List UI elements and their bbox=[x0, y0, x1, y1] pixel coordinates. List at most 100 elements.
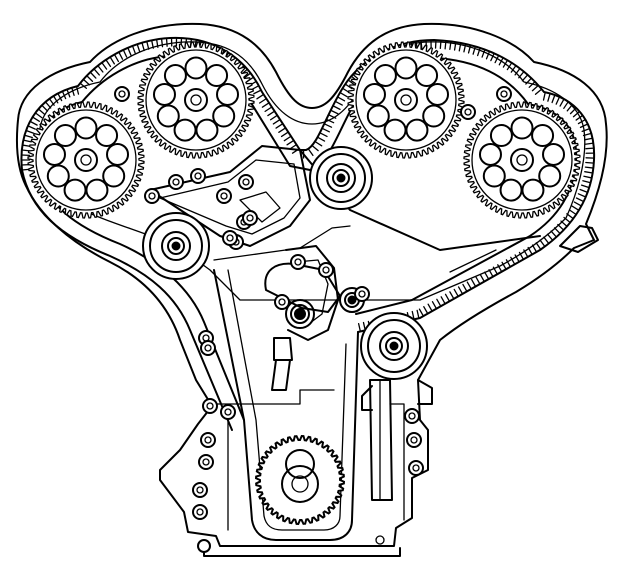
belt-tooth bbox=[44, 101, 52, 109]
bolt-head bbox=[200, 432, 216, 448]
sprocket-hole bbox=[542, 142, 566, 166]
belt-tooth bbox=[467, 44, 472, 54]
sprocket-hole bbox=[106, 142, 130, 166]
bolt bbox=[404, 408, 420, 424]
pulley-ring bbox=[149, 219, 203, 273]
sprocket-hole bbox=[212, 104, 236, 128]
belt-tooth bbox=[336, 96, 346, 102]
belt-tooth bbox=[316, 136, 326, 142]
sprocket-hole bbox=[156, 104, 180, 128]
belt-tooth bbox=[488, 269, 494, 278]
belt-tooth bbox=[79, 82, 88, 89]
belt-tooth bbox=[127, 47, 132, 56]
belt-tooth bbox=[155, 38, 159, 48]
bolt bbox=[114, 86, 130, 102]
belt-tooth bbox=[411, 310, 415, 320]
bolt bbox=[354, 286, 370, 302]
bolt-head bbox=[242, 210, 258, 226]
sprocket-hole bbox=[95, 123, 119, 147]
belt-tooth bbox=[22, 139, 32, 143]
belt-tooth bbox=[523, 249, 529, 258]
belt-tooth bbox=[472, 45, 477, 55]
idler-pulley-lower-right bbox=[360, 312, 428, 380]
sprocket-hole bbox=[478, 142, 502, 166]
sprocket-hole bbox=[489, 123, 513, 147]
belt-tooth bbox=[580, 184, 590, 189]
belt-tooth bbox=[553, 227, 561, 235]
bolt bbox=[290, 254, 306, 270]
bolt-head bbox=[168, 174, 184, 190]
crank-hub bbox=[285, 449, 315, 479]
belt-tooth bbox=[585, 147, 595, 150]
sprocket-hole bbox=[531, 123, 555, 147]
belt-tooth bbox=[579, 123, 589, 129]
belt-tooth bbox=[584, 166, 594, 169]
belt-tooth bbox=[321, 127, 330, 133]
bolt-center bbox=[194, 172, 202, 180]
belt-tooth bbox=[466, 281, 472, 290]
camshaft-sprocket-right-outer bbox=[463, 101, 581, 219]
bolt-center bbox=[242, 178, 250, 186]
sprocket-hole bbox=[85, 178, 109, 202]
bolt-head bbox=[220, 404, 236, 420]
bolt bbox=[496, 86, 512, 102]
belt-tooth bbox=[86, 75, 94, 83]
belt-tooth bbox=[258, 97, 267, 104]
sprocket-hole bbox=[205, 63, 229, 87]
belt-tooth bbox=[278, 127, 287, 133]
belt-tooth bbox=[566, 103, 573, 112]
belt-tooth bbox=[449, 291, 455, 300]
belt-tooth bbox=[165, 37, 168, 47]
belt-tooth bbox=[518, 251, 525, 261]
bolt-center bbox=[148, 192, 156, 200]
belt-tooth bbox=[113, 53, 120, 63]
bolt bbox=[192, 482, 208, 498]
pulley-ring bbox=[161, 231, 191, 261]
belt-tooth bbox=[563, 216, 571, 224]
pulley-ring bbox=[167, 237, 185, 255]
crank-center bbox=[291, 475, 309, 493]
belt-tooth bbox=[484, 271, 490, 280]
belt-tooth bbox=[572, 110, 581, 118]
belt-tooth bbox=[286, 139, 295, 146]
belt-tooth bbox=[339, 91, 348, 98]
bolt bbox=[168, 174, 184, 190]
belt-tooth bbox=[416, 309, 420, 319]
idler-pulley-upper-center bbox=[309, 146, 373, 210]
tensioner-pulley bbox=[285, 299, 315, 329]
belt-tooth bbox=[440, 296, 446, 305]
belt-tooth bbox=[57, 92, 63, 102]
belt-tooth bbox=[531, 84, 540, 92]
sprocket-hole bbox=[366, 104, 390, 128]
sprocket-hole bbox=[216, 82, 240, 106]
bolt-center bbox=[220, 192, 228, 200]
belt-tooth bbox=[518, 70, 525, 79]
pulley-ring bbox=[326, 163, 356, 193]
belt-tooth bbox=[439, 39, 442, 50]
bolt bbox=[216, 188, 232, 204]
bolt-center bbox=[500, 90, 508, 98]
belt-tooth bbox=[543, 236, 550, 245]
belt-tooth bbox=[283, 135, 292, 142]
bolt bbox=[274, 294, 290, 310]
sprocket-rim bbox=[355, 49, 457, 151]
pulley-ring bbox=[367, 319, 421, 373]
belt-tooth bbox=[457, 286, 464, 295]
bolt-center bbox=[204, 344, 212, 352]
sprocket-hole bbox=[195, 118, 219, 142]
bolt-head bbox=[216, 188, 232, 204]
belt-tooth bbox=[568, 209, 577, 216]
belt-tooth bbox=[307, 148, 314, 157]
belt-tooth bbox=[31, 116, 40, 122]
bolt-head bbox=[190, 168, 206, 184]
bolt-center bbox=[202, 458, 210, 466]
belt-tooth bbox=[582, 132, 592, 137]
bolt-head bbox=[354, 286, 370, 302]
belt-tooth bbox=[66, 88, 71, 98]
bolt-head bbox=[238, 174, 254, 190]
belt-tooth bbox=[505, 259, 512, 268]
belt-tooth bbox=[584, 171, 594, 174]
belt-tooth bbox=[514, 67, 521, 76]
fastener-bolts bbox=[114, 86, 512, 520]
